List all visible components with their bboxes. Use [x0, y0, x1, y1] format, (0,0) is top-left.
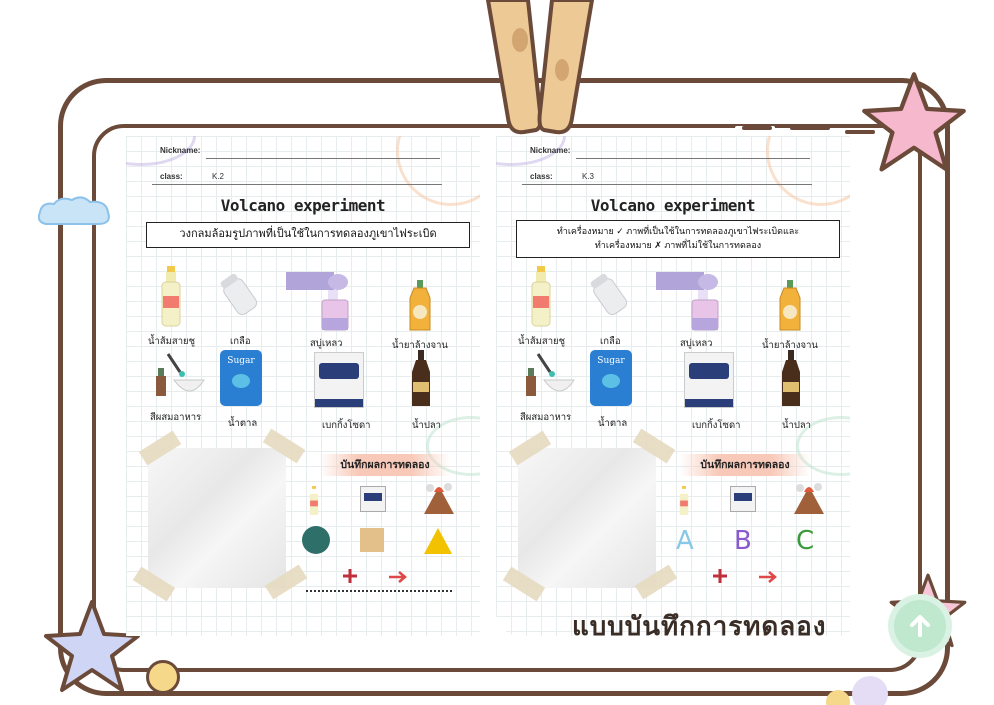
- sugar-pack-emblem: [232, 374, 250, 388]
- scroll-top-button-inner[interactable]: [894, 600, 946, 652]
- volcano-icon: [424, 483, 454, 514]
- nickname-line: [206, 158, 440, 159]
- item-label-sugar: น้ำตาล: [228, 418, 258, 429]
- instruction-line: ทำเครื่องหมาย ✗ ภาพที่ไม่ใช้ในการทดลอง: [594, 240, 762, 250]
- item-label-salt: เกลือ: [230, 336, 251, 347]
- arrow-right-icon: [389, 571, 407, 583]
- baking-soda-small-icon: [730, 486, 756, 512]
- letter-c: C: [796, 526, 815, 556]
- wooden-clip-icon: [485, 0, 595, 135]
- baking-soda-label: [689, 363, 729, 379]
- item-label-food-coloring: สีผสมอาหาร: [150, 412, 202, 423]
- sugar-pack-text: Sugar: [227, 356, 255, 366]
- food-coloring-icon: [526, 353, 575, 396]
- pink-star-icon: [862, 72, 966, 172]
- nickname-line: [576, 158, 810, 159]
- worksheet-title: Volcano experiment: [220, 196, 386, 215]
- frame-dash: [742, 126, 772, 130]
- class-value: K.2: [212, 172, 225, 181]
- dish-soap-bottle-icon: [779, 280, 801, 331]
- item-label-soap: สบู่เหลว: [310, 338, 343, 349]
- frame-dash: [790, 126, 830, 130]
- cloud-icon: [37, 196, 110, 225]
- result-banner: บันทึกผลการทดลอง: [680, 454, 810, 476]
- instruction-box: ทำเครื่องหมาย ✓ ภาพที่เป็นใช้ในการทดลองภ…: [516, 220, 840, 258]
- item-label-dish-soap: น้ำยาล้างจาน: [392, 340, 448, 351]
- item-label-vinegar: น้ำส้มสายชู: [518, 336, 566, 347]
- vinegar-bottle-icon: [531, 266, 551, 327]
- liquid-soap-icon: [656, 272, 719, 331]
- plus-icon: [343, 569, 357, 583]
- letter-b: B: [734, 526, 752, 556]
- item-label-baking-soda: เบกกิ้งโซดา: [322, 420, 371, 431]
- baking-soda-label: [319, 363, 359, 379]
- arrow-right-icon: [759, 571, 777, 583]
- class-value: K.3: [582, 172, 595, 181]
- class-label: class:: [530, 172, 553, 181]
- plus-icon: [713, 569, 727, 583]
- yellow-dot-icon: [826, 690, 850, 705]
- fish-sauce-bottle-icon: [412, 350, 430, 406]
- instruction-line: ทำเครื่องหมาย ✓ ภาพที่เป็นใช้ในการทดลองภ…: [556, 226, 800, 237]
- salt-shaker-icon: [220, 274, 258, 316]
- vinegar-bottle-icon: [161, 266, 181, 327]
- lilac-dot-icon: [852, 676, 888, 705]
- baking-soda-small-icon: [360, 486, 386, 512]
- symbol-triangle: [424, 528, 452, 554]
- baking-soda-stripe: [315, 399, 363, 407]
- yellow-dot-icon: [146, 660, 180, 694]
- baking-soda-small-label: [734, 493, 752, 501]
- item-label-fish-sauce: น้ำปลา: [412, 420, 442, 431]
- item-label-baking-soda: เบกกิ้งโซดา: [692, 420, 741, 431]
- food-coloring-icon: [156, 353, 205, 396]
- frame-dash: [845, 130, 875, 134]
- vinegar-bottle-small-icon: [679, 486, 689, 516]
- item-label-sugar: น้ำตาล: [598, 418, 628, 429]
- item-label-soap: สบู่เหลว: [680, 338, 713, 349]
- sugar-pack-text: Sugar: [597, 356, 625, 366]
- salt-shaker-icon: [590, 274, 628, 316]
- dish-soap-bottle-icon: [409, 280, 431, 331]
- letter-a: A: [676, 526, 694, 556]
- symbol-square: [360, 528, 384, 552]
- class-line: [522, 184, 812, 185]
- sugar-pack-icon: Sugar: [590, 350, 632, 406]
- item-label-food-coloring: สีผสมอาหาร: [520, 412, 572, 423]
- worksheet-k3: Nickname: class: K.3 Volcano experiment …: [496, 136, 850, 636]
- result-banner: บันทึกผลการทดลอง: [320, 454, 450, 476]
- class-line: [152, 184, 442, 185]
- nickname-label: Nickname:: [530, 146, 571, 155]
- photo-placeholder: [518, 448, 656, 588]
- item-label-salt: เกลือ: [600, 336, 621, 347]
- scroll-top-button[interactable]: [888, 594, 952, 658]
- nickname-label: Nickname:: [160, 146, 201, 155]
- baking-soda-icon: [684, 352, 734, 408]
- fish-sauce-bottle-icon: [782, 350, 800, 406]
- item-label-dish-soap: น้ำยาล้างจาน: [762, 340, 818, 351]
- class-label: class:: [160, 172, 183, 181]
- dotted-answer-line: [306, 590, 452, 592]
- baking-soda-stripe: [685, 399, 733, 407]
- sugar-pack-emblem: [602, 374, 620, 388]
- worksheet-title: Volcano experiment: [590, 196, 756, 215]
- baking-soda-icon: [314, 352, 364, 408]
- footer-title: แบบบันทึกการทดลอง: [572, 612, 827, 642]
- sugar-pack-icon: Sugar: [220, 350, 262, 406]
- arrow-up-icon: [910, 615, 930, 637]
- worksheet-k2: Nickname: class: K.2 Volcano experiment …: [126, 136, 480, 636]
- symbol-circle: [302, 526, 330, 554]
- instruction-box: วงกลมล้อมรูปภาพที่เป็นใช้ในการทดลองภูเขา…: [146, 222, 470, 248]
- baking-soda-small-label: [364, 493, 382, 501]
- liquid-soap-icon: [286, 272, 349, 331]
- item-label-vinegar: น้ำส้มสายชู: [148, 336, 196, 347]
- item-label-fish-sauce: น้ำปลา: [782, 420, 812, 431]
- vinegar-bottle-small-icon: [309, 486, 319, 516]
- photo-placeholder: [148, 448, 286, 588]
- instruction-line: วงกลมล้อมรูปภาพที่เป็นใช้ในการทดลองภูเขา…: [179, 228, 437, 241]
- volcano-icon: [794, 483, 824, 514]
